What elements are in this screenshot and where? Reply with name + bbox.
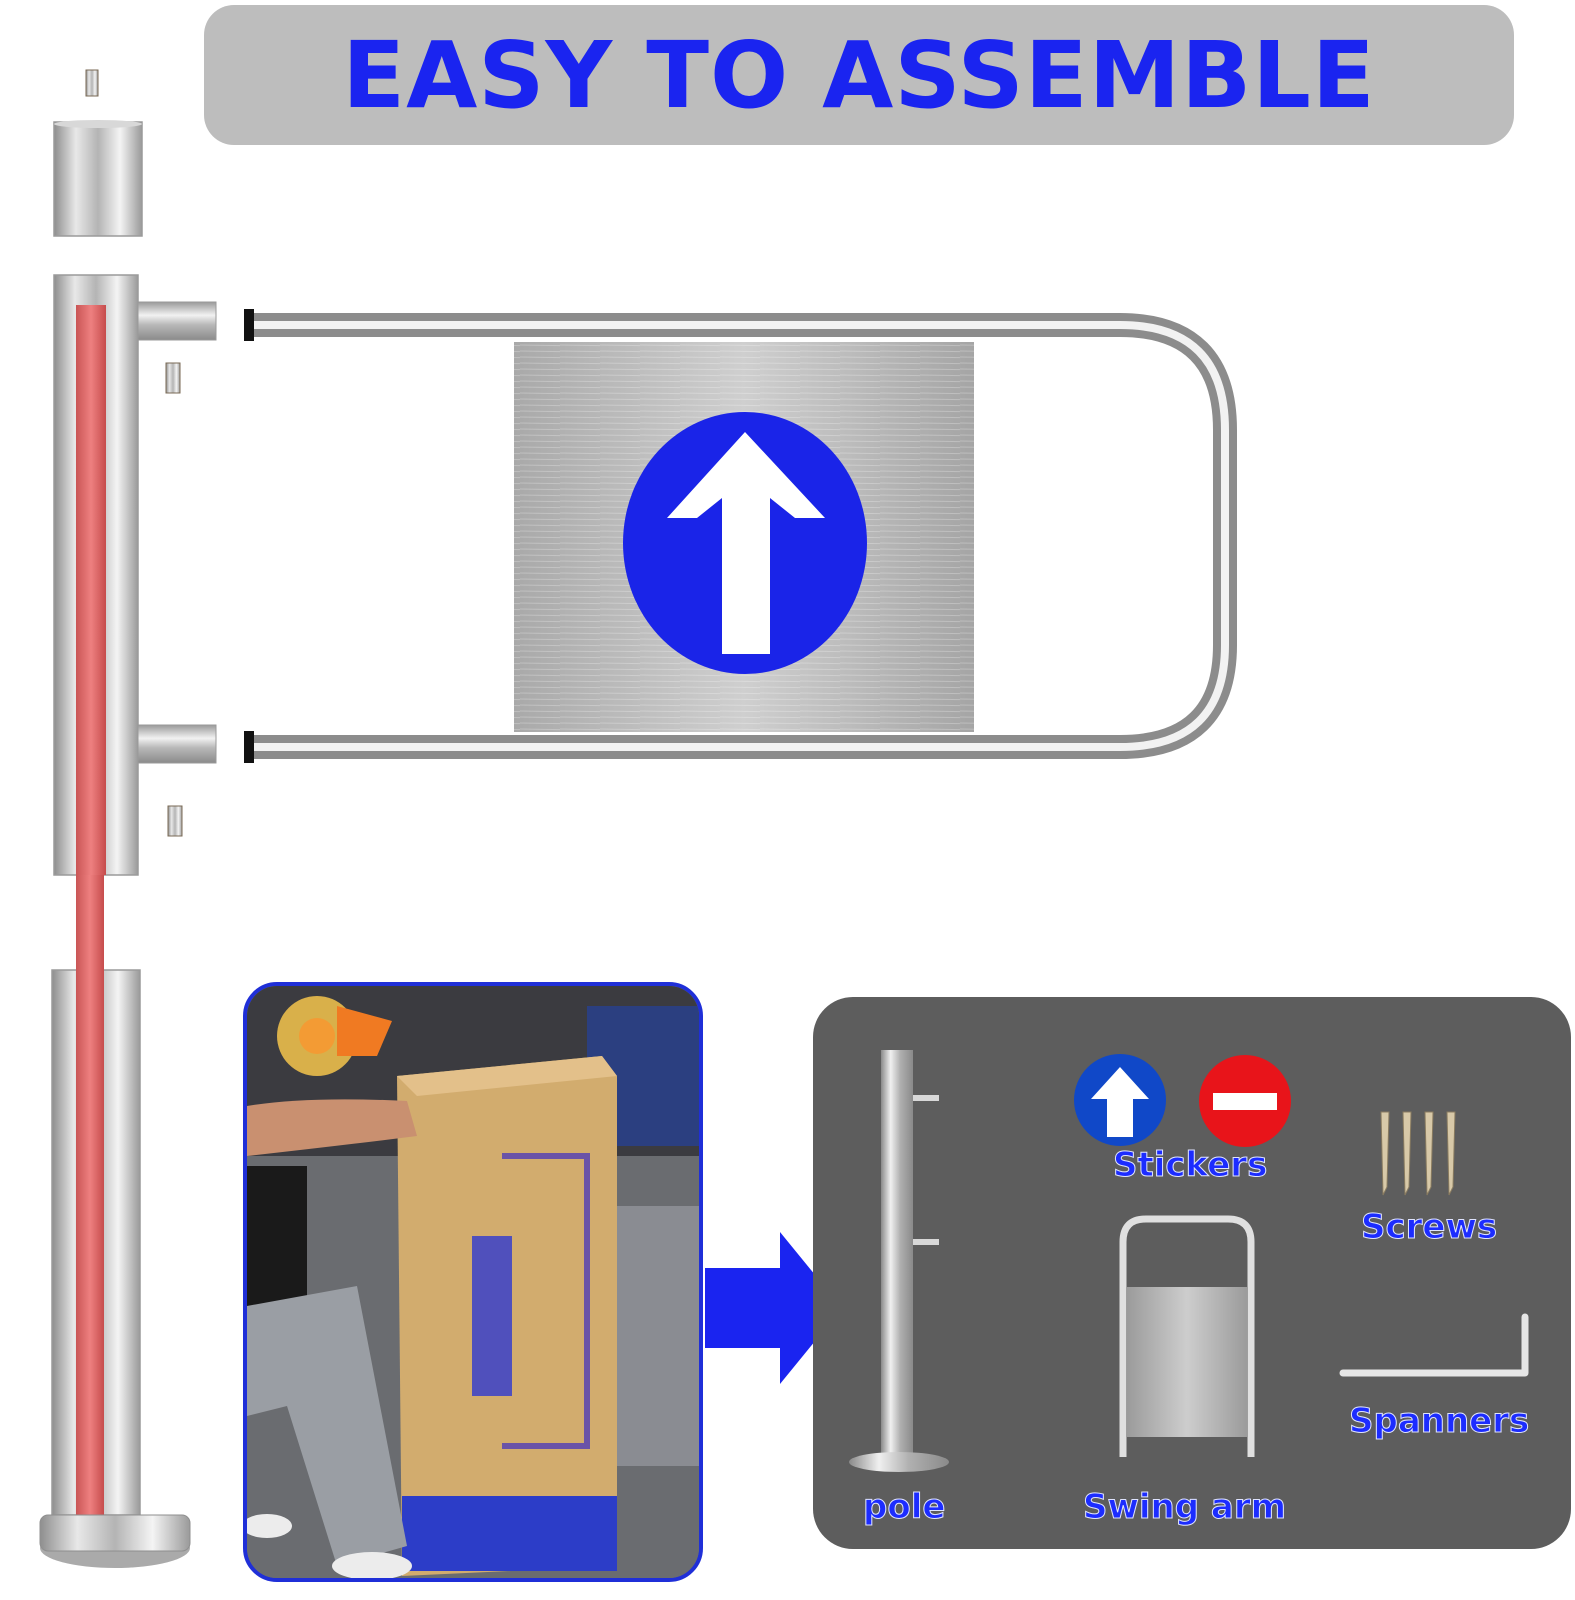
screws-label: Screws	[1360, 1207, 1498, 1248]
swing-arm-part-icon	[1119, 1215, 1255, 1457]
lower-pole-section	[39, 875, 191, 1568]
legs	[247, 1286, 407, 1566]
packing-photo	[243, 982, 703, 1582]
swing-arm-frame	[244, 309, 1237, 763]
upper-pole-section	[53, 274, 139, 876]
spanners-label: Spanners	[1348, 1401, 1530, 1442]
pole-cap	[53, 120, 143, 237]
lower-hinge-stub	[137, 724, 217, 764]
arm	[247, 1099, 417, 1156]
screws-part-icon	[1380, 1111, 1456, 1196]
pole-part-icon	[849, 1050, 949, 1472]
no-entry-sticker-icon	[1199, 1055, 1291, 1147]
hinge-pin-lower	[167, 805, 183, 837]
top-screw	[85, 69, 99, 97]
title-banner: EASY TO ASSEMBLE	[204, 5, 1514, 145]
arrow-sign-icon	[623, 412, 867, 674]
stickers-label: Stickers	[1112, 1145, 1268, 1186]
spanner-part-icon	[1339, 1313, 1529, 1377]
hinge-pin-upper	[165, 362, 181, 394]
banner-title: EASY TO ASSEMBLE	[342, 21, 1376, 129]
upper-hinge-stub	[137, 301, 217, 341]
cardboard-box	[397, 1056, 617, 1576]
swing-arm-label: Swing arm	[1082, 1487, 1287, 1528]
blue-pointer-arrow-icon	[705, 1232, 842, 1384]
kit-contents-panel: Stickers Screws Spanners pole Swing arm	[813, 997, 1571, 1549]
up-arrow-sticker-icon	[1074, 1054, 1166, 1146]
pole-label: pole	[862, 1487, 946, 1528]
tape-dispenser	[277, 996, 392, 1076]
